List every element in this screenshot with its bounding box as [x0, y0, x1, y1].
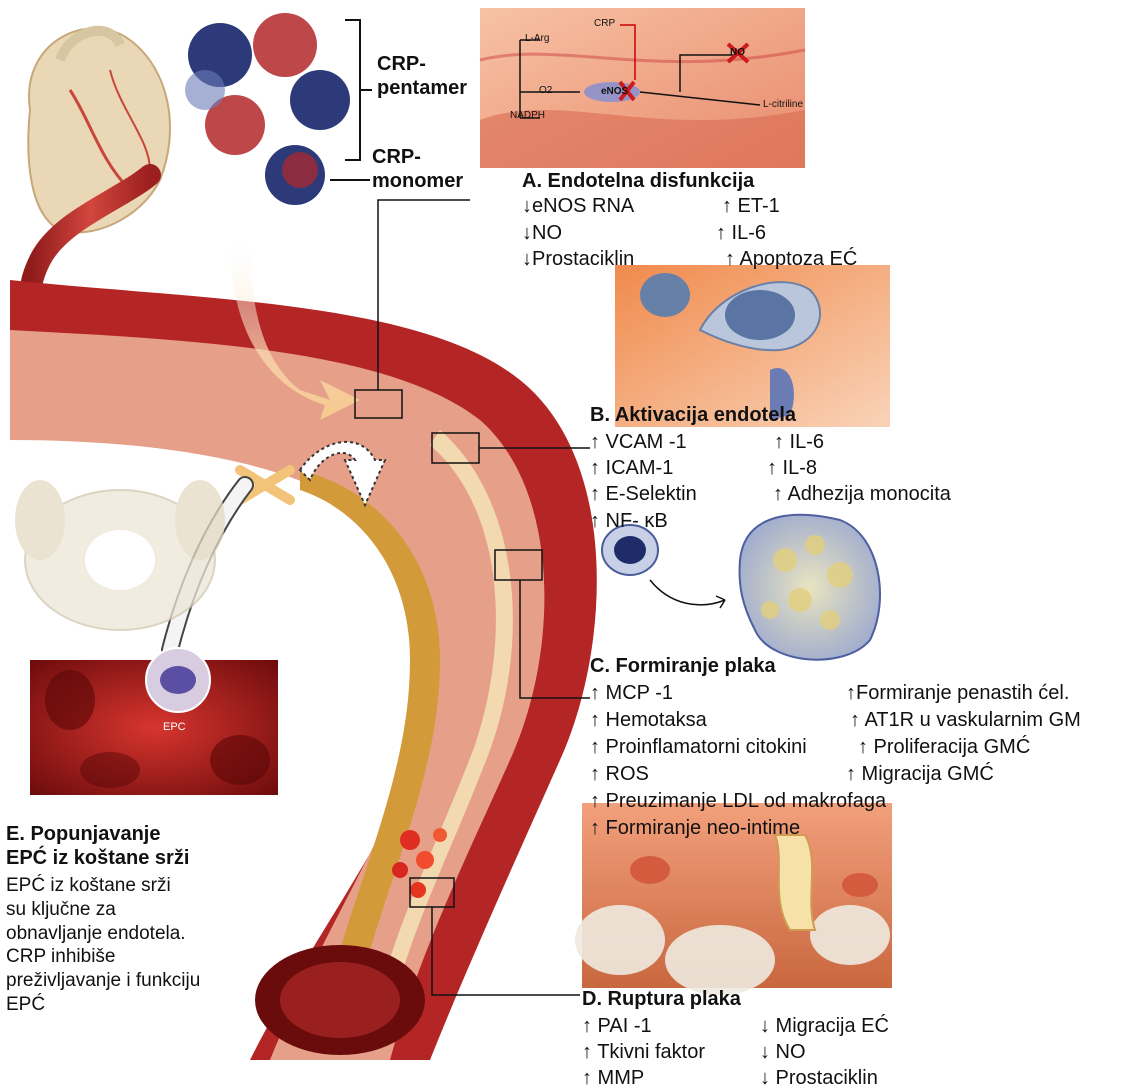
enos-inset-nadph-label: NADPH [510, 111, 545, 121]
section-c-left-4: ↑ ROS [590, 764, 649, 784]
section-c-right-4: ↑ Migracija GMĆ [846, 764, 994, 784]
section-a-left-3: ↓Prostaciklin [522, 249, 634, 269]
crp-monomer-label: CRP- monomer [372, 145, 463, 193]
enos-inset-lcitrulline-label: L-citriline [763, 100, 803, 110]
section-d-title: D. Ruptura plaka [582, 989, 741, 1009]
section-b-right-2: ↑ IL-8 [767, 458, 817, 478]
section-b-right-1: ↑ IL-6 [774, 432, 824, 452]
enos-inset-o2-label: O2 [539, 86, 552, 96]
section-b-left-4: ↑ NF- κB [590, 511, 668, 531]
section-a-left-2: ↓NO [522, 223, 562, 243]
section-c-left-2: ↑ Hemotaksa [590, 710, 707, 730]
section-c-left-3: ↑ Proinflamatorni citokini [590, 737, 807, 757]
section-b-title: B. Aktivacija endotela [590, 405, 796, 425]
section-b-left-3: ↑ E-Selektin [590, 484, 697, 504]
section-c-left-5: ↑ Preuzimanje LDL od makrofaga [590, 791, 886, 811]
section-c-right-1: ↑Formiranje penastih ćel. [846, 683, 1069, 703]
section-a-left-1: ↓eNOS RNA [522, 196, 634, 216]
enos-inset-enos-label: eNOS [601, 87, 628, 97]
section-d-right-3: ↓ Prostaciklin [760, 1068, 878, 1088]
crp-monomer-molecule [265, 145, 325, 205]
section-d-left-3: ↑ MMP [582, 1068, 644, 1088]
section-a-right-2: ↑ IL-6 [716, 223, 766, 243]
section-b-left-2: ↑ ICAM-1 [590, 458, 673, 478]
section-e-title: E. Popunjavanje EPĆ iz koštane srži [6, 822, 189, 870]
pelvis-illustration [15, 480, 225, 630]
section-a-right-3: ↑ Apoptoza EĆ [725, 249, 857, 269]
section-a-right-1: ↑ ET-1 [722, 196, 780, 216]
crp-pentamer-molecule [185, 13, 350, 155]
section-c-left-6: ↑ Formiranje neo-intime [590, 818, 800, 838]
section-c-right-3: ↑ Proliferacija GMĆ [858, 737, 1030, 757]
section-c-right-2: ↑ AT1R u vaskularnim GM [850, 710, 1081, 730]
section-d-left-1: ↑ PAI -1 [582, 1016, 652, 1036]
enos-inset-crp-label: CRP [594, 19, 615, 29]
section-d-right-1: ↓ Migracija EĆ [760, 1016, 889, 1036]
crp-pentamer-label: CRP- pentamer [377, 52, 467, 100]
section-c-title: C. Formiranje plaka [590, 656, 776, 676]
section-d-right-2: ↓ NO [760, 1042, 806, 1062]
section-b-right-3: ↑ Adhezija monocita [773, 484, 951, 504]
section-d-left-2: ↑ Tkivni faktor [582, 1042, 705, 1062]
section-a-title: A. Endotelna disfunkcija [522, 171, 754, 191]
monocyte-arrow [650, 580, 725, 605]
section-e-text: EPĆ iz koštane srži su ključne za obnavl… [6, 874, 200, 1017]
enos-inset-larg-label: L-Arg [525, 34, 549, 44]
section-b-left-1: ↑ VCAM -1 [590, 432, 687, 452]
section-c-left-1: ↑ MCP -1 [590, 683, 673, 703]
enos-inset-no-label: NO [730, 48, 745, 58]
epc-inset-label: EPC [163, 722, 186, 733]
